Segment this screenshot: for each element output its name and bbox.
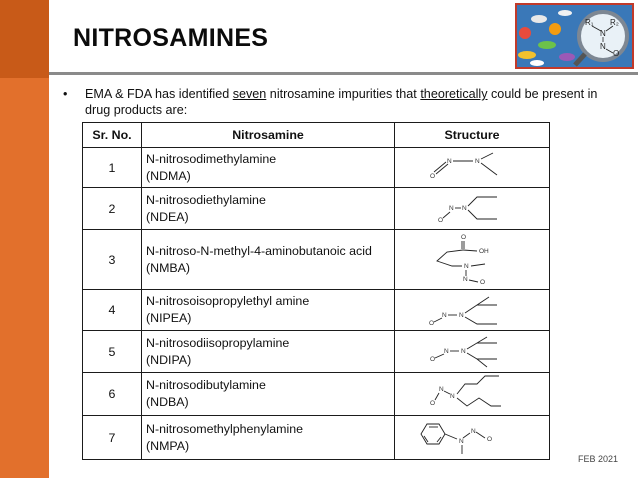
atom-label: N — [449, 205, 454, 212]
nipea-structure: N N O — [429, 296, 497, 327]
intro-text-a: EMA & FDA has identified — [85, 87, 233, 101]
row-number: 6 — [82, 372, 142, 416]
table-row: 1 N-nitrosodimethylamine (NDMA) N N O — [82, 147, 550, 188]
row-abbr: (NMBA) — [146, 260, 191, 275]
row-abbr: (NDIPA) — [146, 352, 192, 367]
row-name: N-nitroso-N-methyl-4-aminobutanoic acid — [146, 243, 372, 258]
table-row: 6 N-nitrosodibutylamine (NDBA) N N O — [82, 372, 550, 416]
bullet-symbol: • — [63, 87, 68, 101]
atom-label: N — [459, 438, 464, 445]
row-name-cell: N-nitrosodimethylamine (NDMA) — [141, 147, 395, 188]
row-number: 2 — [82, 187, 142, 230]
row-name: N-nitrosodiethylamine — [146, 192, 266, 207]
structure-cell: N N O — [394, 187, 550, 230]
nmpa-structure: N N O — [420, 423, 492, 454]
header-sr-no: Sr. No. — [82, 122, 142, 148]
atom-label: O — [430, 400, 435, 407]
atom-label: N — [442, 312, 447, 319]
orange-side-bar — [0, 0, 49, 478]
atom-label: N — [459, 312, 464, 319]
row-number: 5 — [82, 330, 142, 373]
nmba-structure: O OH N N O — [436, 234, 489, 286]
intro-text-c: could be present in drug products are: — [85, 87, 598, 117]
atom-label: N — [471, 428, 476, 435]
row-name: N-nitrosoisopropylethyl amine — [146, 294, 310, 308]
row-abbr: (NDMA) — [146, 168, 191, 183]
row-abbr: (NIPEA) — [146, 311, 192, 325]
atom-label: N — [463, 276, 468, 283]
intro-bullet: • EMA & FDA has identified seven nitrosa… — [63, 86, 618, 118]
row-number: 7 — [82, 415, 142, 460]
row-number: 3 — [82, 229, 142, 290]
table-row: 3 N-nitroso-N-methyl-4-aminobutanoic aci… — [82, 229, 550, 290]
table-header-row: Sr. No. Nitrosamine Structure — [82, 122, 550, 148]
row-name-cell: N-nitrosodiisopropylamine (NDIPA) — [141, 330, 395, 373]
row-abbr: (NMPA) — [146, 438, 190, 453]
atom-label: N — [462, 205, 467, 212]
atom-label: N — [450, 393, 455, 400]
intro-text-b: nitrosamine impurities that — [266, 87, 421, 101]
ndma-structure: N N O — [430, 152, 498, 180]
logo-o-label: O — [613, 49, 619, 58]
footer-date: FEB 2021 — [578, 454, 619, 464]
logo-n2-label: N — [600, 42, 606, 51]
table-row: 5 N-nitrosodiisopropylamine (NDIPA) N N O — [82, 330, 550, 373]
atom-label: O — [429, 320, 434, 327]
row-name-cell: N-nitrosodibutylamine (NDBA) — [141, 372, 395, 416]
atom-label: N — [447, 158, 452, 165]
atom-label: O — [480, 279, 485, 286]
atom-label: N — [464, 263, 469, 270]
ndipa-structure: N N O — [430, 336, 497, 367]
structure-cell: N N O — [394, 330, 550, 373]
logo-n1-label: N — [600, 29, 606, 38]
structure-cell: N N O — [394, 415, 550, 460]
title-divider — [49, 72, 638, 75]
atom-label: N — [439, 386, 444, 393]
table-row: 4 N-nitrosoisopropylethyl amine (NIPEA) N… — [82, 289, 550, 331]
atom-label: OH — [479, 248, 489, 255]
structure-cell: N N O — [394, 289, 550, 331]
row-name-cell: N-nitroso-N-methyl-4-aminobutanoic acid (… — [141, 229, 395, 290]
row-name-cell: N-nitrosomethylphenylamine (NMPA) — [141, 415, 395, 460]
header-structure: Structure — [394, 122, 550, 148]
ndba-structure: N N O — [430, 375, 501, 407]
atom-label: O — [487, 436, 492, 443]
table-row: 2 N-nitrosodiethylamine (NDEA) N N O — [82, 187, 550, 230]
table-row: 7 N-nitrosomethylphenylamine (NMPA) N N O — [82, 415, 550, 460]
atom-label: N — [461, 348, 466, 355]
slide-title: NITROSAMINES — [73, 24, 269, 52]
row-name-cell: N-nitrosoisopropylethyl amine (NIPEA) — [141, 289, 395, 331]
logo-r2-label: R₂ — [610, 18, 619, 27]
structure-cell: O OH N N O — [394, 229, 550, 290]
row-number: 4 — [82, 289, 142, 331]
row-name: N-nitrosodimethylamine — [146, 151, 277, 166]
structure-cell: N N O — [394, 147, 550, 188]
row-abbr: (NDEA) — [146, 209, 189, 224]
nitrosamine-pills-logo: R₁ R₂ N N O — [515, 3, 634, 69]
side-bar-accent — [0, 0, 49, 78]
row-name: N-nitrosodiisopropylamine — [146, 335, 290, 350]
atom-label: O — [461, 234, 466, 241]
logo-r1-label: R₁ — [585, 18, 594, 27]
row-abbr: (NDBA) — [146, 395, 189, 409]
row-name: N-nitrosodibutylamine — [146, 378, 266, 392]
structure-cell: N N O — [394, 372, 550, 416]
header-nitrosamine: Nitrosamine — [141, 122, 395, 148]
atom-label: O — [430, 356, 435, 363]
row-name: N-nitrosomethylphenylamine — [146, 421, 304, 436]
intro-underlined-seven: seven — [232, 87, 267, 101]
atom-label: O — [430, 173, 435, 180]
atom-label: N — [444, 348, 449, 355]
ndea-structure: N N O — [438, 196, 497, 224]
nitrosamine-table: Sr. No. Nitrosamine Structure 1 N-nitros… — [82, 122, 550, 460]
atom-label: N — [475, 158, 480, 165]
intro-underlined-theoretically: theoretically — [420, 87, 488, 101]
atom-label: O — [438, 217, 443, 224]
row-name-cell: N-nitrosodiethylamine (NDEA) — [141, 187, 395, 230]
row-number: 1 — [82, 147, 142, 188]
